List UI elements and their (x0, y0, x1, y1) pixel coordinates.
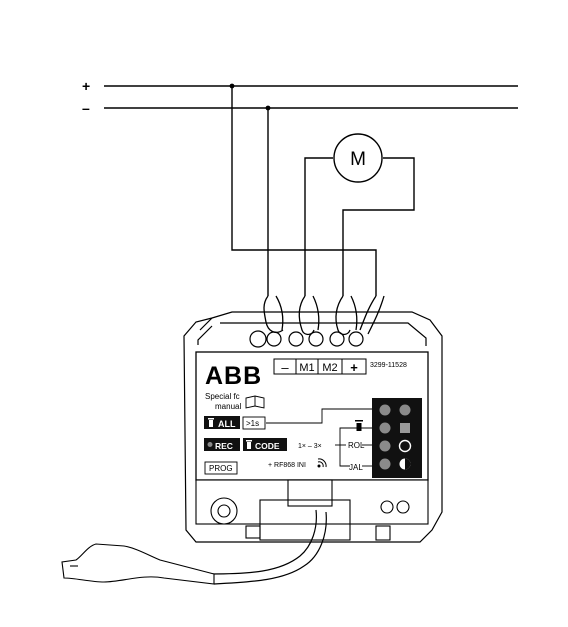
brand-logo: ABB (205, 362, 262, 390)
indicator-leader-lines (266, 408, 372, 467)
all-label: ALL (218, 419, 236, 429)
count-label: 1× – 3× (298, 443, 322, 450)
led-indicator-panel (372, 398, 422, 478)
led-indicator-icon (379, 422, 391, 434)
power-rails (104, 85, 518, 109)
cable-end (61, 543, 215, 585)
led-indicator-icon (379, 458, 391, 470)
prog-button[interactable]: PROG (204, 461, 238, 475)
code-label: CODE (255, 441, 280, 451)
led-indicator-icon (398, 439, 412, 453)
led-indicator-icon (399, 404, 411, 416)
all-button[interactable]: ALL (204, 416, 240, 429)
hold-label: >1s (246, 419, 259, 428)
part-number: 3299-11528 (370, 362, 407, 369)
terminal-label-plus: + (350, 360, 358, 375)
led-indicator-icon (379, 404, 391, 416)
trash-icon (355, 420, 363, 431)
led-indicator-icon (400, 423, 410, 433)
rail-plus-label: + (82, 78, 90, 94)
rec-dot-icon (207, 442, 213, 447)
trash-icon (208, 418, 214, 427)
rf-label: + RF868 INI (268, 462, 306, 469)
led-indicator-icon (379, 440, 391, 452)
antenna-cable (209, 509, 327, 585)
terminal-wire-loops (263, 295, 385, 336)
rec-label: REC (215, 441, 233, 451)
terminal-screws (249, 330, 364, 348)
motor: M (333, 133, 383, 183)
jal-label: JAL (349, 463, 363, 472)
trash-icon (246, 440, 252, 449)
motor-label: M (350, 149, 366, 170)
terminal-label-m2: M2 (322, 362, 337, 374)
rail-minus-label: – (82, 100, 90, 116)
prog-label: PROG (209, 464, 233, 473)
terminal-label-strip (273, 358, 367, 375)
book-icon (245, 395, 265, 409)
device-lower-body (195, 479, 429, 541)
rol-label: ROL (348, 441, 365, 450)
terminal-label-minus: – (281, 360, 289, 375)
rec-button[interactable]: REC (204, 438, 240, 451)
code-button[interactable]: CODE (243, 438, 287, 451)
rf-signal-icon (317, 458, 327, 468)
wires (231, 86, 415, 296)
special-fc-text: Special fc (205, 392, 240, 401)
manual-text: manual (215, 402, 241, 411)
terminal-label-m1: M1 (299, 362, 314, 374)
hold-indicator: >1s (242, 416, 266, 430)
